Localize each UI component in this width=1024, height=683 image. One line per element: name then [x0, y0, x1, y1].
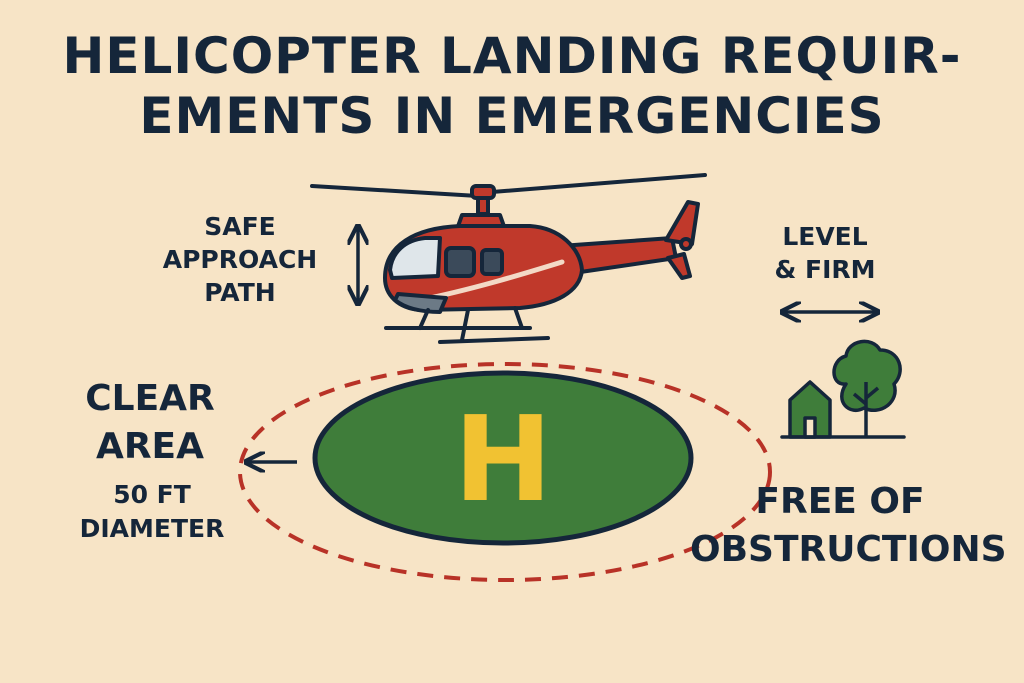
tree-icon	[832, 339, 902, 437]
level-firm-label: LEVEL & FIRM	[740, 220, 910, 286]
helicopter-icon	[310, 173, 707, 344]
diameter-label-line: 50 FT	[113, 480, 191, 509]
house-icon	[788, 380, 832, 439]
level-label-line: & FIRM	[774, 255, 876, 284]
title-line-1: HELICOPTER LANDING REQUIR-	[62, 27, 962, 85]
clear-area-boundary	[238, 362, 772, 582]
diameter-label: 50 FT DIAMETER	[52, 478, 252, 546]
helipad-marking: H	[454, 390, 553, 528]
clear-area-label: CLEAR AREA	[60, 375, 240, 471]
diameter-label-line: DIAMETER	[79, 514, 225, 543]
free-label-line: OBSTRUCTIONS	[690, 529, 1007, 570]
free-label-line: FREE OF	[755, 481, 925, 522]
page-title: HELICOPTER LANDING REQUIR- EMENTS IN EME…	[0, 26, 1024, 146]
free-of-obstructions-label: FREE OF OBSTRUCTIONS	[690, 478, 1007, 574]
clear-label-line: AREA	[95, 426, 205, 467]
approach-label-line: APPROACH	[162, 245, 318, 274]
level-label-line: LEVEL	[782, 222, 868, 251]
clear-label-line: CLEAR	[85, 378, 215, 419]
title-line-2: EMENTS IN EMERGENCIES	[139, 87, 885, 145]
approach-label-line: SAFE	[204, 212, 276, 241]
helipad-icon: H	[312, 370, 694, 546]
approach-label-line: PATH	[204, 278, 276, 307]
approach-path-label: SAFE APPROACH PATH	[120, 210, 360, 309]
